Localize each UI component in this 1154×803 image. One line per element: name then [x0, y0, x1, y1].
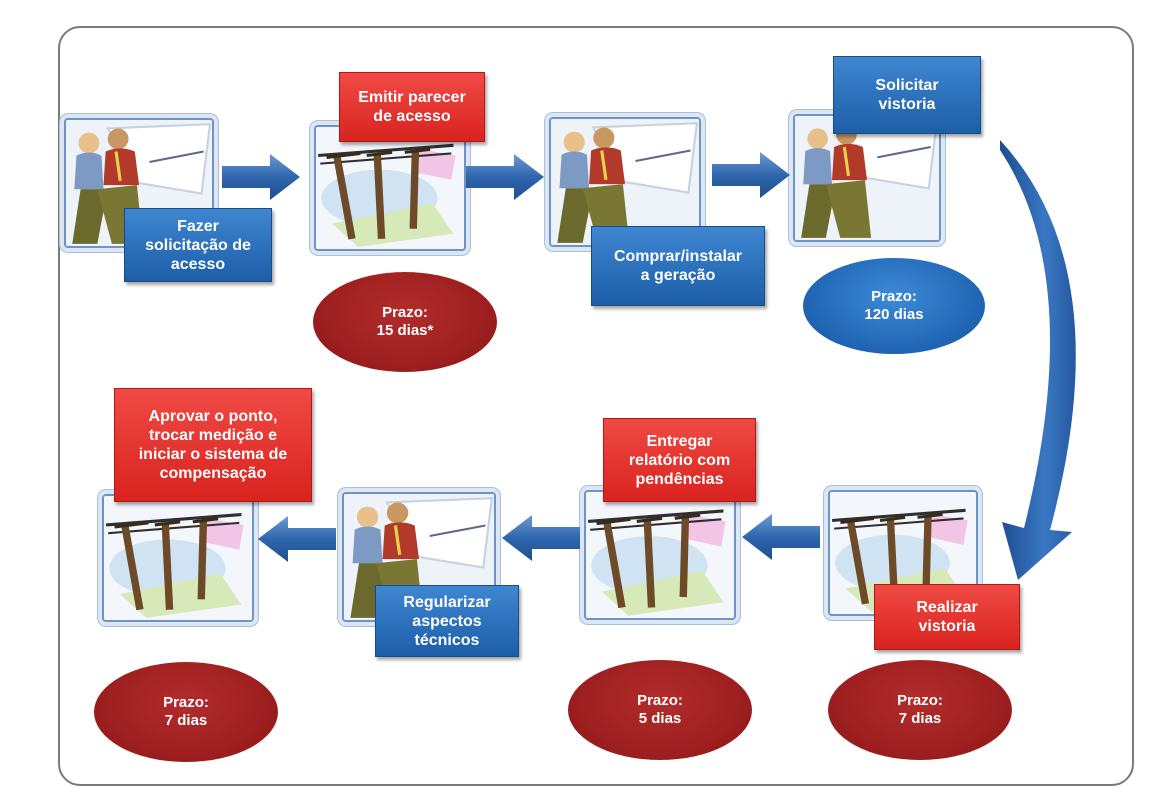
- deadline-value: 5 dias: [638, 710, 682, 727]
- deadline-label: Prazo:: [637, 692, 683, 709]
- right-arrow-icon: [222, 154, 300, 200]
- step-aprovar-ponto: Aprovar o ponto, trocar medição e inicia…: [114, 388, 312, 502]
- right-arrow-icon: [466, 154, 544, 200]
- power-pole-icon: [314, 125, 466, 251]
- step-regularizar-aspectos: Regularizar aspectos técnicos: [375, 585, 519, 657]
- right-arrow-icon: [712, 152, 790, 198]
- left-arrow-icon: [258, 516, 336, 562]
- deadline-oval: Prazo: 15 dias*: [313, 272, 497, 372]
- step-comprar-instalar: Comprar/instalar a geração: [591, 226, 765, 306]
- deadline-label: Prazo:: [382, 304, 428, 321]
- deadline-value: 7 dias: [898, 710, 942, 727]
- deadline-label: Prazo:: [897, 692, 943, 709]
- left-arrow-icon: [502, 515, 580, 561]
- deadline-value: 15 dias*: [376, 322, 434, 339]
- curved-arrow-icon: [1000, 140, 1076, 580]
- person-with-map-icon: [793, 114, 941, 242]
- step-entregar-relatorio: Entregar relatório com pendências: [603, 418, 756, 502]
- deadline-value: 7 dias: [164, 712, 208, 729]
- step-emitir-parecer: Emitir parecer de acesso: [339, 72, 485, 142]
- deadline-oval: Prazo: 120 dias: [803, 258, 985, 354]
- deadline-label: Prazo:: [871, 288, 917, 305]
- left-arrow-icon: [742, 514, 820, 560]
- deadline-oval: Prazo: 7 dias: [828, 660, 1012, 760]
- deadline-oval: Prazo: 7 dias: [94, 662, 278, 762]
- step-fazer-solicitacao: Fazer solicitação de acesso: [124, 208, 272, 282]
- step-realizar-vistoria: Realizar vistoria: [874, 584, 1020, 650]
- deadline-oval: Prazo: 5 dias: [568, 660, 752, 760]
- deadline-label: Prazo:: [163, 694, 209, 711]
- power-pole-icon: [102, 494, 254, 622]
- deadline-value: 120 dias: [864, 306, 924, 323]
- power-pole-icon: [584, 490, 736, 620]
- step-solicitar-vistoria: Solicitar vistoria: [833, 56, 981, 134]
